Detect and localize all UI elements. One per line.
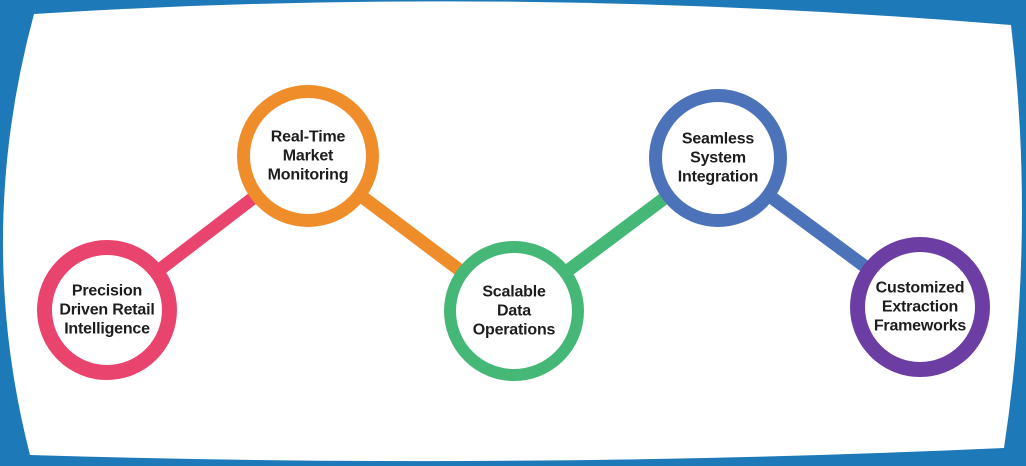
node-ring-seamless-system-integration: [649, 89, 787, 227]
node-ring-customized-extraction-frameworks: [850, 237, 990, 377]
node-ring-scalable-data-operations: [444, 241, 584, 381]
node-ring-precision-driven-retail-intelligence: [37, 240, 177, 380]
node-layer: [37, 85, 990, 381]
node-ring-real-time-market-monitoring: [237, 85, 379, 227]
